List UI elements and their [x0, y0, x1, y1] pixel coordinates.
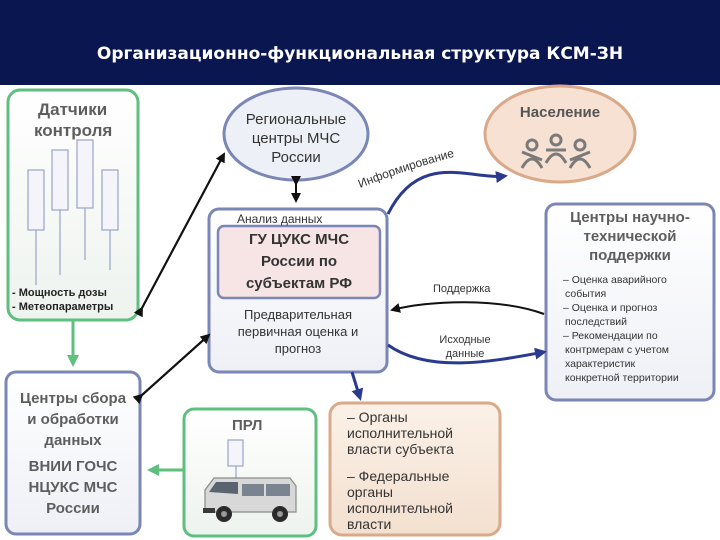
bodies-line-1: – Органы	[347, 409, 408, 425]
sensors-title-line-1: Датчики	[38, 100, 108, 119]
core-line-1: ГУ ЦУКС МЧС	[248, 231, 350, 248]
arrow-collection-analysis	[132, 333, 211, 405]
source-data-label-line-1: Исходные	[439, 334, 491, 346]
science-item-7: характеристик	[565, 358, 636, 370]
people-icon	[520, 133, 592, 169]
core-line-2: России по	[260, 253, 338, 270]
support-label: Поддержка	[433, 283, 491, 295]
title-bar: Организационно-функциональная структура …	[0, 0, 720, 85]
preliminary-line-3: прогноз	[274, 341, 322, 356]
arrow-source-data	[387, 343, 547, 365]
collection-line-5: НЦУКС МЧС	[28, 479, 118, 496]
science-title-line-3: поддержки	[589, 247, 671, 264]
arrow-analysis-bodies	[350, 371, 364, 401]
science-box	[544, 202, 716, 402]
collection-line-4: ВНИИ ГОЧС	[28, 458, 118, 475]
regional-line-1: Региональные	[245, 111, 347, 128]
science-item-4: последствий	[565, 316, 628, 328]
collection-line-1: Центры сбора	[19, 390, 127, 407]
bodies-line-7: власти	[347, 516, 392, 532]
informing-label: Информирование	[356, 146, 456, 191]
prl-sensor-icon	[227, 439, 244, 467]
population-title: Население	[519, 104, 601, 121]
science-item-2: события	[565, 288, 607, 300]
sensors-item-2: - Метеопараметры	[12, 301, 114, 313]
regional-line-2: центры МЧС	[251, 130, 341, 147]
science-item-8: конкретной территории	[565, 372, 679, 384]
science-item-3: – Оценка и прогноз	[563, 302, 658, 314]
science-item-5: – Рекомендации по	[563, 330, 658, 342]
arrow-sensors-regional	[133, 152, 225, 318]
science-title-line-2: технической	[583, 228, 677, 245]
collection-line-6: России	[46, 500, 100, 517]
collection-line-2: и обработки	[27, 411, 119, 428]
core-line-3: субъектам РФ	[245, 275, 353, 292]
arrow-informing	[386, 170, 508, 215]
science-item-1: – Оценка аварийного	[563, 274, 667, 286]
bodies-line-3: власти субъекта	[347, 441, 454, 457]
bodies-line-2: исполнительной	[347, 425, 453, 441]
van-icon	[203, 477, 297, 522]
bodies-box	[328, 401, 502, 537]
prl-title: ПРЛ	[232, 417, 263, 434]
science-item-6: контрмерам с учетом	[565, 344, 670, 356]
collection-line-3: данных	[44, 432, 102, 449]
bodies-line-4: – Федеральные	[347, 468, 450, 484]
population-ellipse	[483, 84, 637, 184]
slide-title: Организационно-функциональная структура …	[96, 44, 624, 64]
bodies-line-6: исполнительной	[347, 500, 453, 516]
regional-line-3: России	[271, 149, 321, 166]
analysis-caption: Анализ данных	[237, 212, 323, 226]
arrow-support	[390, 301, 545, 315]
collection-box	[4, 370, 142, 536]
sensors-item-1: - Мощность дозы	[12, 287, 107, 299]
sensor-bars	[27, 139, 119, 285]
source-data-label-line-2: данные	[445, 348, 485, 360]
science-title-line-1: Центры научно-	[570, 209, 690, 226]
preliminary-line-2: первичная оценка и	[237, 324, 359, 339]
preliminary-line-1: Предварительная	[244, 307, 352, 322]
bodies-line-5: органы	[347, 484, 393, 500]
sensors-title-line-2: контроля	[34, 121, 113, 140]
